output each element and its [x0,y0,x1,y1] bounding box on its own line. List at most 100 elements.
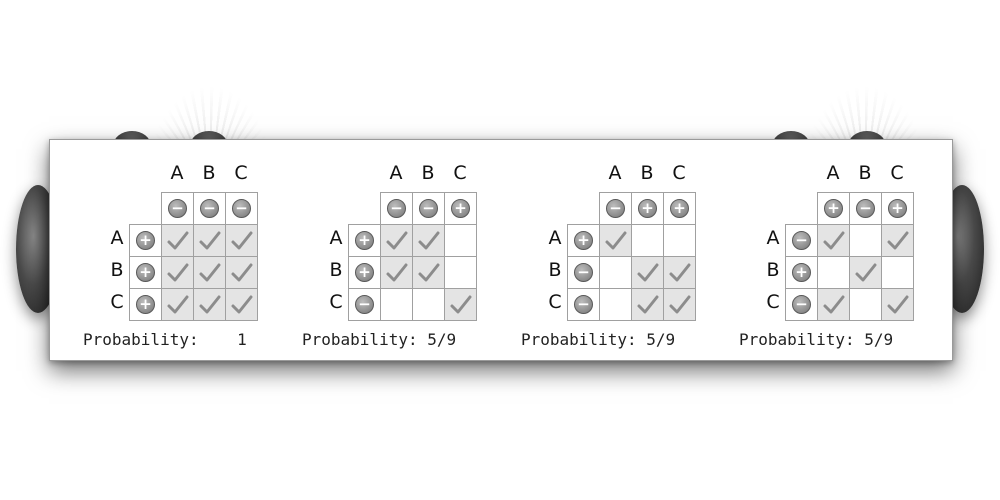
row-sign-cell: + [567,224,600,257]
grid-cell [881,288,914,321]
plus-circle-icon: + [136,295,155,314]
column-label: A [826,162,840,184]
column-sign-cell: + [663,192,696,225]
row-sign-cell: − [567,288,600,321]
row-sign-cell: − [348,288,381,321]
column-label: C [453,162,467,184]
grid-cell [849,256,882,289]
plus-circle-icon: + [136,263,155,282]
column-sign-cell: − [849,192,882,225]
grid-cell [193,224,226,257]
grid-cell [380,288,413,321]
plus-circle-icon: + [355,231,374,250]
grid-cell [881,224,914,257]
checkmark-icon [669,295,690,313]
checkmark-icon [167,231,188,249]
row-sign-cell: + [348,224,381,257]
grid-cell [631,288,664,321]
grid-cell [663,224,696,257]
checkmark-icon [199,231,220,249]
checkmark-icon [887,231,908,249]
column-sign-cell: − [412,192,445,225]
checkmark-icon [605,231,626,249]
minus-circle-icon: − [232,199,251,218]
grid-cell [631,224,664,257]
row-sign-cell: + [785,256,818,289]
column-sign-cell: − [225,192,258,225]
grid-cell [444,256,477,289]
grid-cell [380,256,413,289]
grid-cell [817,288,850,321]
row-label: A [110,227,124,249]
probability-caption: Probability: 5/9 [302,330,456,349]
grid-cell [849,224,882,257]
grid-cell [225,288,258,321]
plus-circle-icon: + [638,199,657,218]
probability-value: 1 [198,330,247,349]
row-label: A [548,227,562,249]
checkmark-icon [231,295,252,313]
checkmark-icon [450,295,471,313]
column-label: A [389,162,403,184]
checkmark-icon [386,263,407,281]
minus-circle-icon: − [355,295,374,314]
grid-cell [631,256,664,289]
row-sign-cell: + [348,256,381,289]
plus-circle-icon: + [574,231,593,250]
checkmark-icon [167,263,188,281]
grid-cell [444,288,477,321]
column-label: A [608,162,622,184]
plus-circle-icon: + [136,231,155,250]
plus-circle-icon: + [792,263,811,282]
checkmark-icon [887,295,908,313]
minus-circle-icon: − [574,263,593,282]
minus-circle-icon: − [168,199,187,218]
plus-circle-icon: + [451,199,470,218]
grid-cell [599,288,632,321]
grid-cell [599,256,632,289]
minus-circle-icon: − [792,231,811,250]
row-label: B [548,259,562,281]
probability-caption: Probability: 5/9 [739,330,893,349]
checkmark-icon [199,295,220,313]
grid-cell [161,224,194,257]
column-sign-cell: + [631,192,664,225]
row-sign-cell: + [129,288,162,321]
row-label: C [110,291,124,313]
grid-cell [881,256,914,289]
grid-cell [849,288,882,321]
row-label: C [766,291,780,313]
minus-circle-icon: − [856,199,875,218]
minus-circle-icon: − [792,295,811,314]
column-sign-cell: + [881,192,914,225]
row-sign-cell: + [129,256,162,289]
column-label: C [672,162,686,184]
column-sign-cell: + [817,192,850,225]
plus-circle-icon: + [355,263,374,282]
minus-circle-icon: − [200,199,219,218]
grid-cell [193,288,226,321]
grid-cell [412,256,445,289]
checkmark-icon [231,263,252,281]
row-sign-cell: − [785,224,818,257]
checkmark-icon [231,231,252,249]
grid-cell [225,256,258,289]
minus-circle-icon: − [574,295,593,314]
column-sign-cell: − [193,192,226,225]
grid-cell [161,256,194,289]
column-label: B [858,162,872,184]
grid-cell [193,256,226,289]
plus-circle-icon: + [670,199,689,218]
grid-cell [663,256,696,289]
row-sign-cell: − [567,256,600,289]
minus-circle-icon: − [387,199,406,218]
grid-cell [444,224,477,257]
grid-cell [817,224,850,257]
row-label: C [548,291,562,313]
column-label: B [202,162,216,184]
checkmark-icon [855,263,876,281]
checkmark-icon [386,231,407,249]
column-sign-cell: − [380,192,413,225]
column-label: C [234,162,248,184]
plus-circle-icon: + [888,199,907,218]
